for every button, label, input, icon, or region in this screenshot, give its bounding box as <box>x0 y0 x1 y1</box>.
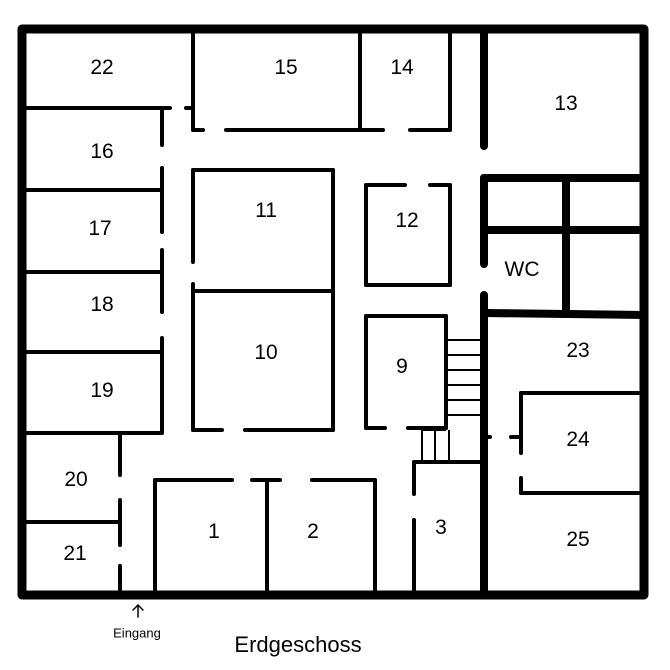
room-18-label: 18 <box>90 293 114 316</box>
room-11-label: 11 <box>255 199 277 222</box>
room-14-label: 14 <box>390 56 414 79</box>
room-9-label: 9 <box>396 355 408 378</box>
entrance-label: Eingang <box>113 625 161 641</box>
room-25-label: 25 <box>566 528 590 551</box>
room-1-label: 1 <box>208 520 220 543</box>
room-23-label: 23 <box>566 339 590 362</box>
room-17-label: 17 <box>88 217 112 240</box>
room-16-label: 16 <box>90 140 114 163</box>
room-12-label: 12 <box>395 209 419 232</box>
floor-title: Erdgeschoss <box>234 632 362 657</box>
wc-label: WC <box>504 258 540 281</box>
room-13-label: 13 <box>554 92 578 115</box>
room-3-label: 3 <box>435 516 447 539</box>
room-21-label: 21 <box>63 542 87 565</box>
thick-walls <box>480 25 648 599</box>
room-22-label: 22 <box>90 56 114 79</box>
room-20-label: 20 <box>64 468 88 491</box>
inner-walls <box>20 27 646 597</box>
room-19-label: 19 <box>90 379 114 402</box>
entrance-arrow-icon <box>132 603 144 618</box>
room-2-label: 2 <box>307 520 319 543</box>
room-10-label: 10 <box>254 341 278 364</box>
room-15-label: 15 <box>274 56 298 79</box>
room-24-label: 24 <box>566 428 590 451</box>
stairs <box>421 339 480 462</box>
